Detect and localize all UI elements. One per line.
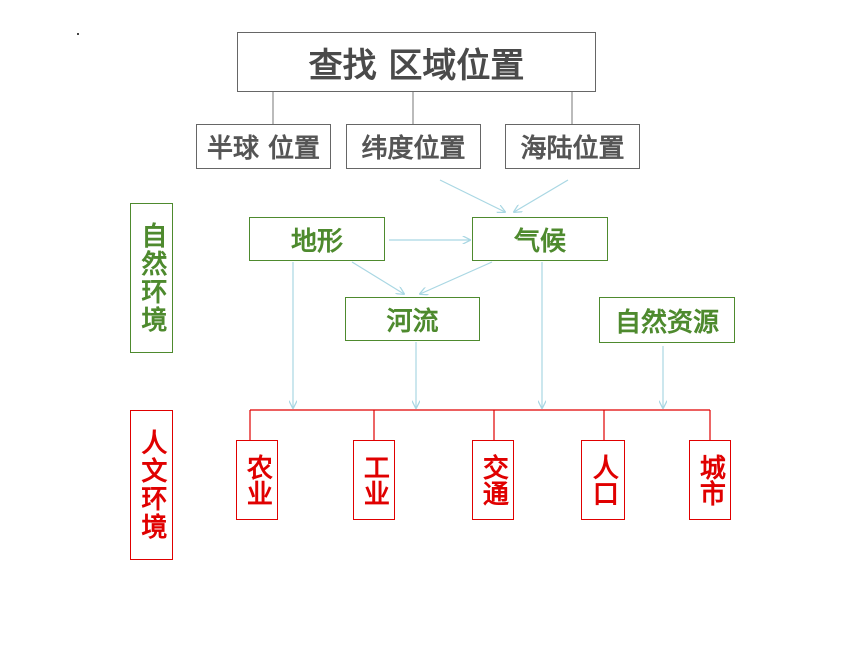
terrain-box: 地形 bbox=[249, 217, 385, 261]
stray-dot bbox=[77, 33, 79, 35]
sea-land-location-box: 海陆位置 bbox=[505, 124, 640, 169]
title-box: 查找 区域位置 bbox=[237, 32, 596, 92]
river-box: 河流 bbox=[345, 297, 480, 341]
latitude-location-label: 纬度位置 bbox=[361, 134, 466, 164]
human-environment-text: 人文环境 bbox=[136, 429, 167, 541]
climate-box: 气候 bbox=[472, 217, 608, 261]
natural-environment-text: 自然环境 bbox=[136, 222, 167, 334]
terrain-label: 地形 bbox=[290, 226, 343, 257]
title-connectors bbox=[272, 92, 573, 124]
transport-box: 交通 bbox=[472, 440, 514, 520]
title-text: 查找 区域位置 bbox=[308, 45, 525, 86]
sea-land-location-label: 海陆位置 bbox=[520, 134, 625, 164]
river-label: 河流 bbox=[386, 306, 439, 337]
latitude-location-box: 纬度位置 bbox=[346, 124, 481, 169]
hemisphere-location-label: 半球 位置 bbox=[206, 134, 321, 164]
industry-box: 工业 bbox=[353, 440, 395, 520]
hemisphere-location-box: 半球 位置 bbox=[196, 124, 331, 169]
population-box: 人口 bbox=[581, 440, 625, 520]
natural-resources-label: 自然资源 bbox=[614, 307, 719, 338]
city-label: 城市 bbox=[695, 454, 726, 506]
human-bracket bbox=[249, 409, 711, 440]
city-box: 城市 bbox=[689, 440, 731, 520]
agriculture-box: 农业 bbox=[236, 440, 278, 520]
natural-resources-box: 自然资源 bbox=[599, 297, 735, 343]
industry-label: 工业 bbox=[359, 454, 390, 506]
agriculture-label: 农业 bbox=[242, 454, 273, 506]
natural-environment-label: 自然环境 bbox=[130, 203, 173, 353]
transport-label: 交通 bbox=[478, 454, 509, 506]
influence-arrows bbox=[293, 179, 663, 408]
human-environment-label: 人文环境 bbox=[130, 410, 173, 560]
population-label: 人口 bbox=[588, 454, 619, 506]
climate-label: 气候 bbox=[513, 226, 566, 257]
